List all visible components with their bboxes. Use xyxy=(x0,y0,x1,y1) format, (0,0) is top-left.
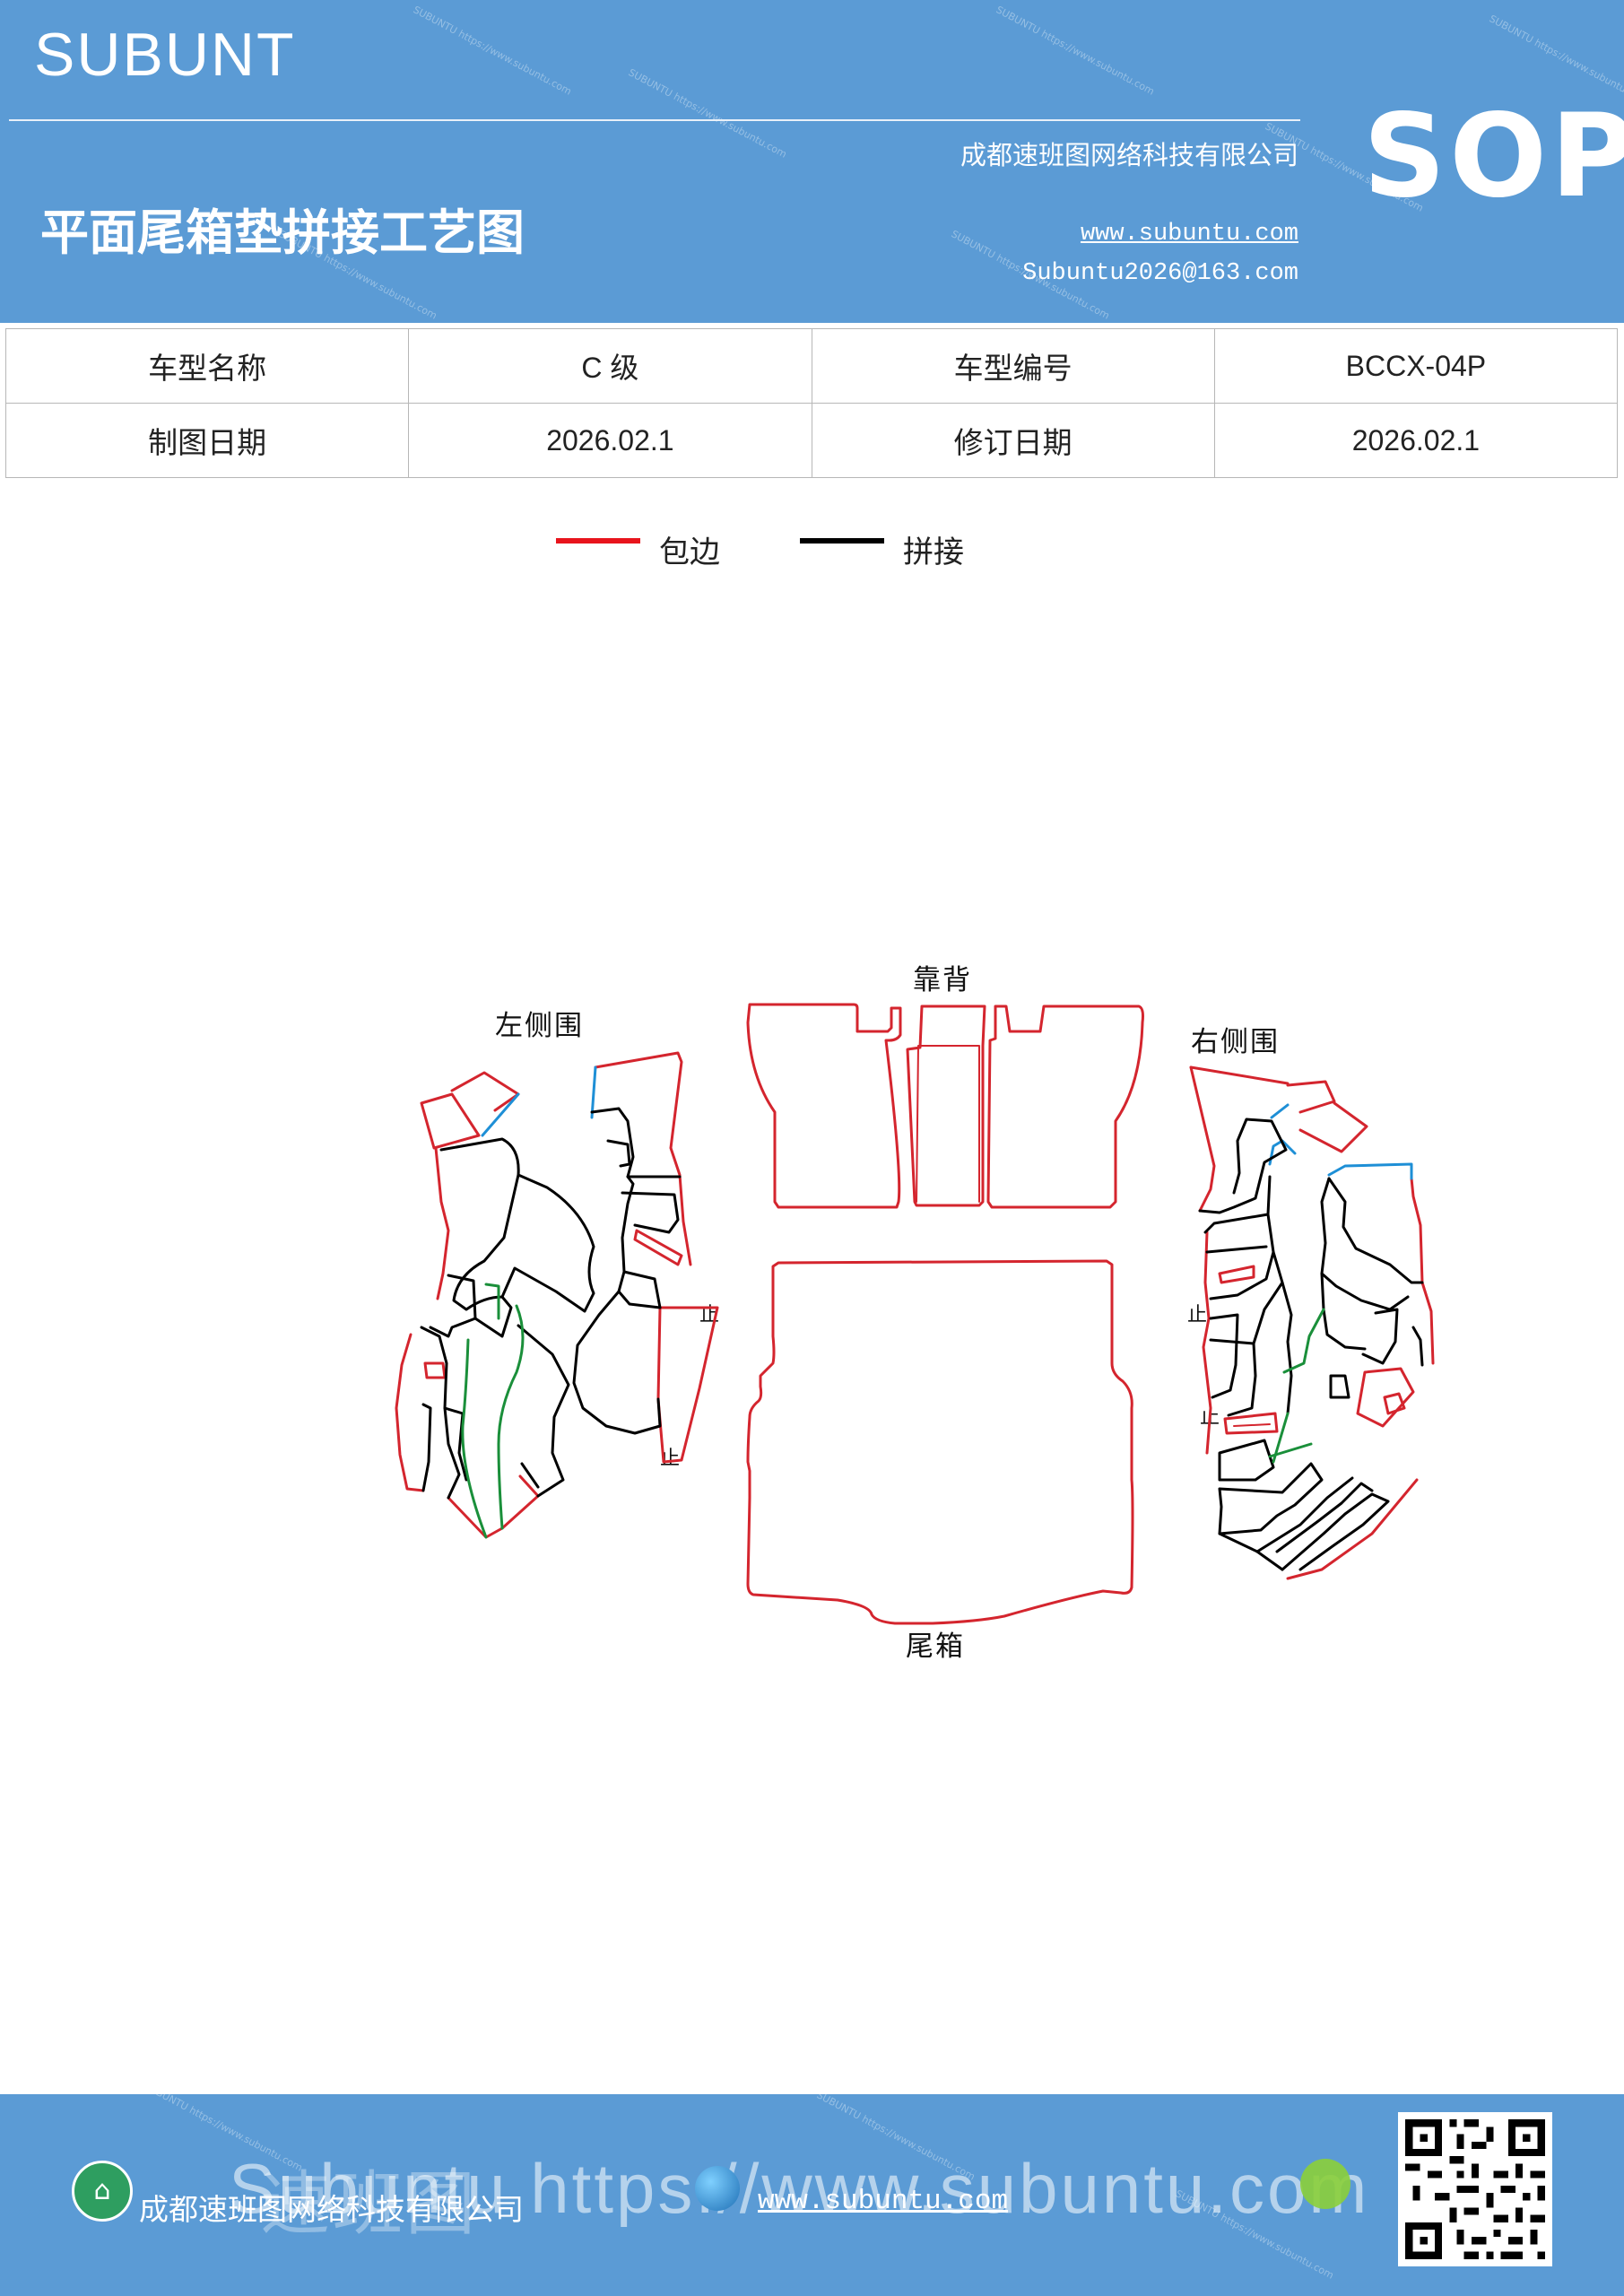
label-backrest: 靠背 xyxy=(913,964,972,996)
header-divider xyxy=(9,119,1300,121)
table-row: 车型名称 C 级 车型编号 BCCX-04P xyxy=(4,328,1619,404)
label-left-side: 左侧围 xyxy=(495,1010,584,1042)
table-cell: 车型名称 xyxy=(4,328,410,404)
plant-icon xyxy=(1300,2159,1350,2209)
qr-code-icon xyxy=(1398,2112,1552,2266)
email-link[interactable]: Subuntu2026@163.com xyxy=(1022,260,1298,287)
table-cell: 2026.02.1 xyxy=(408,403,812,478)
legend-label: 包边 xyxy=(659,535,720,570)
legend-swatch-black xyxy=(800,538,884,544)
header-banner: SUBUNTU https://www.subuntu.com SUBUNTU … xyxy=(0,0,1624,323)
table-cell: BCCX-04P xyxy=(1213,328,1619,404)
backrest-right-panel xyxy=(986,1004,1144,1209)
watermark: SUBUNTU https://www.subuntu.com xyxy=(626,66,789,161)
footer-company: 成都速班图网络科技有限公司 xyxy=(139,2192,524,2227)
footer-banner: SUBUNTU https://www.subuntu.com SUBUNTU … xyxy=(0,2094,1624,2296)
watermark: SUBUNTU https://www.subuntu.com xyxy=(994,4,1157,98)
backrest-middle-seam xyxy=(916,1045,980,1203)
home-icon: ⌂ xyxy=(72,2161,133,2222)
brand-logo: SUBUNT xyxy=(34,21,296,89)
trunk-floor-panel xyxy=(746,1259,1134,1625)
left-side-panel-group xyxy=(395,1051,719,1539)
table-cell: 修订日期 xyxy=(811,403,1215,478)
website-link[interactable]: www.subuntu.com xyxy=(1080,221,1298,248)
page-title: 平面尾箱垫拼接工艺图 xyxy=(40,204,525,261)
vehicle-info-table: 车型名称 C 级 车型编号 BCCX-04P 制图日期 2026.02.1 修订… xyxy=(4,328,1619,478)
watermark: SUBUNTU https://www.subuntu.com xyxy=(411,4,574,98)
trunk-mat-diagram: 左侧围 靠背 右侧围 尾箱 止 止 止 止 xyxy=(0,942,1624,1677)
stop-mark: 止 xyxy=(1187,1304,1210,1326)
stop-mark: 止 xyxy=(660,1448,682,1470)
legend-label: 拼接 xyxy=(903,535,964,570)
label-trunk: 尾箱 xyxy=(906,1631,965,1663)
diagram-svg xyxy=(395,1003,1435,1625)
footer-overlay-text: Subuntu https://www.subuntu.com xyxy=(229,2149,1370,2228)
footer-website-link[interactable]: www.subuntu.com xyxy=(758,2186,1009,2217)
backrest-middle-panel xyxy=(906,1004,986,1207)
table-cell: C 级 xyxy=(408,328,812,404)
legend-swatch-red xyxy=(556,538,640,544)
table-cell: 车型编号 xyxy=(811,328,1215,404)
backrest-left-panel xyxy=(746,1003,902,1209)
table-row: 制图日期 2026.02.1 修订日期 2026.02.1 xyxy=(4,403,1619,478)
table-cell: 2026.02.1 xyxy=(1213,403,1619,478)
right-side-panel-group xyxy=(1189,1065,1435,1580)
label-right-side: 右侧围 xyxy=(1191,1026,1280,1058)
company-name: 成都速班图网络科技有限公司 xyxy=(960,140,1298,170)
globe-icon xyxy=(695,2166,740,2211)
table-cell: 制图日期 xyxy=(4,403,410,478)
sop-badge: SOP xyxy=(1363,90,1624,223)
footer-overlay-cn: 速班图 xyxy=(260,2164,479,2243)
